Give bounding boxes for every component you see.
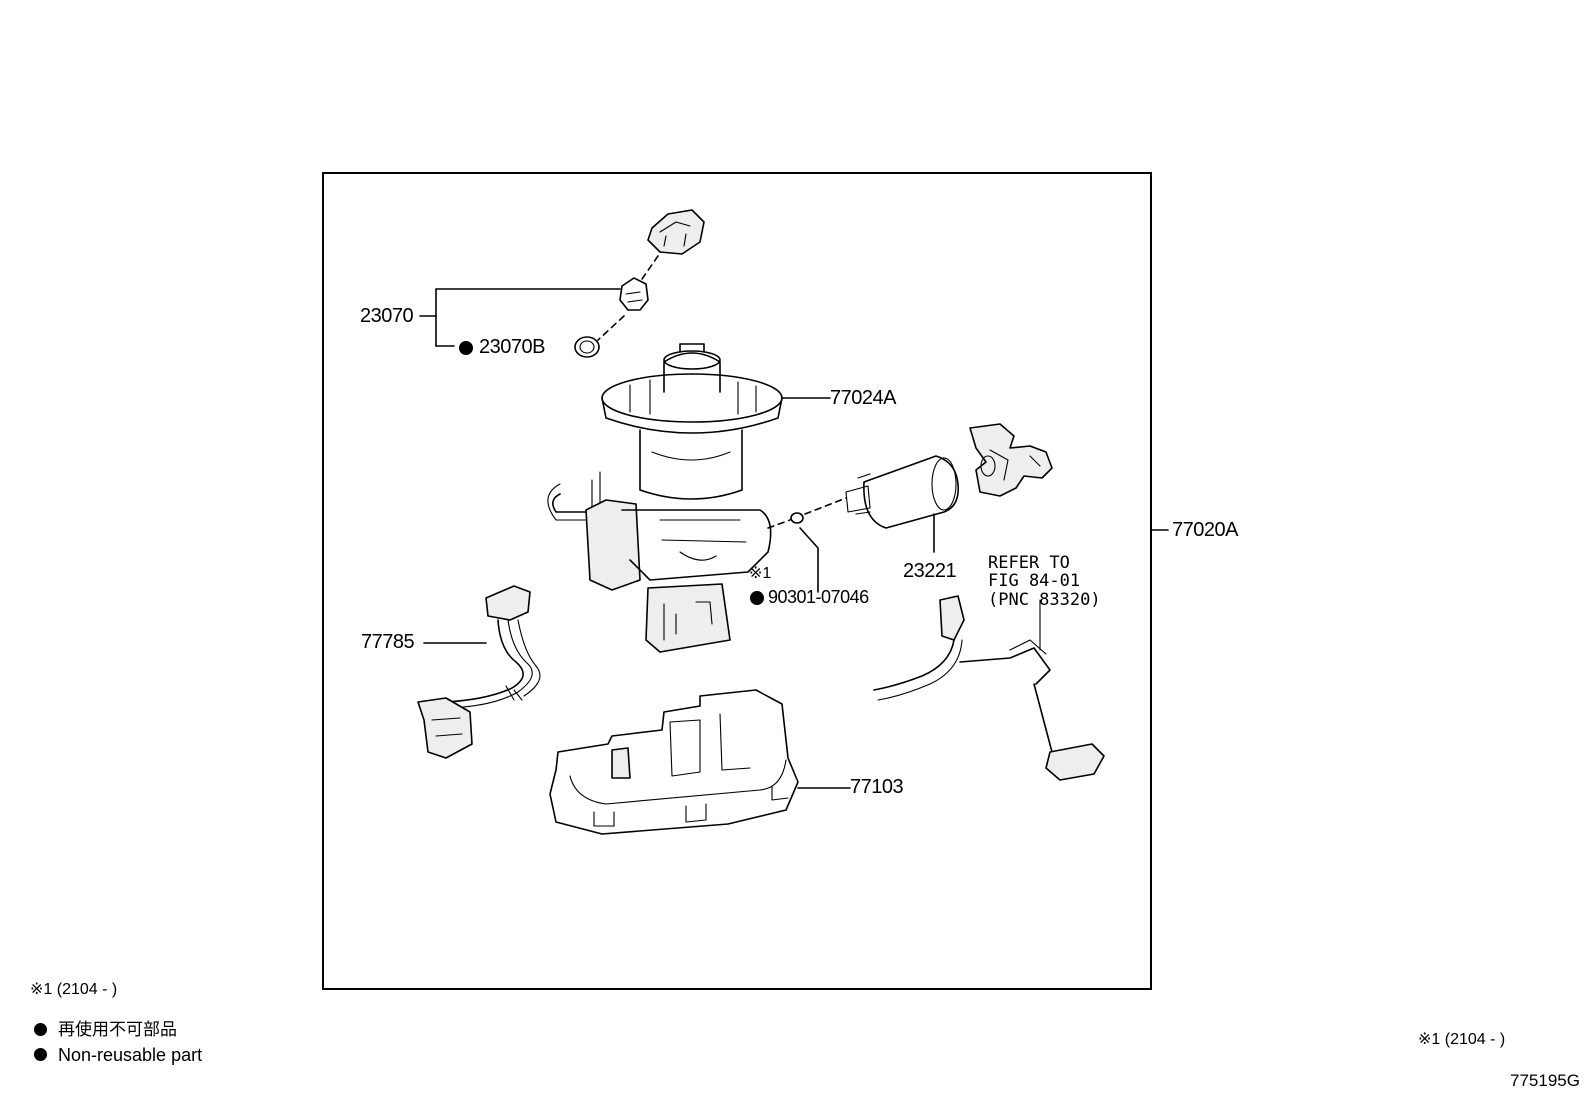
part-number-77020a[interactable]: 77020A bbox=[1172, 519, 1238, 541]
fuel-pump-23221 bbox=[845, 455, 960, 529]
refer-line-1: REFER TO bbox=[988, 553, 1070, 573]
refer-line-3: (PNC 83320) bbox=[988, 589, 1101, 610]
part-number-90301-07046[interactable]: 90301-07046 bbox=[768, 587, 869, 607]
part-number-77024a[interactable]: 77024A bbox=[830, 387, 896, 409]
refer-line-2: FIG 84-01 bbox=[988, 571, 1081, 592]
o-ring-90301 bbox=[790, 512, 804, 524]
legend-nonreusable-en: Non-reusable part bbox=[58, 1045, 203, 1065]
legend-date-note: ※1 (2104 - ) bbox=[30, 981, 118, 998]
part-number-77785[interactable]: 77785 bbox=[361, 631, 415, 653]
refer-to-note[interactable]: REFER TO FIG 84-01 (PNC 83320) bbox=[988, 554, 1101, 609]
diagram-frame bbox=[322, 172, 1152, 990]
legend-bullet bbox=[34, 1023, 47, 1036]
legend-bullet bbox=[34, 1048, 47, 1061]
connector-cap bbox=[647, 209, 705, 255]
wire-harness-77785 bbox=[417, 585, 541, 759]
part-number-77103[interactable]: 77103 bbox=[850, 776, 904, 798]
leader-23070 bbox=[419, 288, 621, 347]
pump-base-77103 bbox=[549, 689, 799, 835]
pump-clip bbox=[969, 423, 1053, 497]
fuel-sender-gauge bbox=[873, 595, 1105, 781]
part-number-23221[interactable]: 23221 bbox=[903, 560, 957, 582]
figure-id: 775195G bbox=[1510, 1071, 1580, 1090]
o-ring-23070b bbox=[574, 336, 600, 358]
legend-nonreusable-jp: 再使用不可部品 bbox=[58, 1020, 177, 1039]
leader-90301 bbox=[799, 527, 819, 593]
footer-date-note: ※1 (2104 - ) bbox=[1418, 1031, 1506, 1048]
pump-module bbox=[547, 343, 783, 653]
part-number-23070b[interactable]: 23070B bbox=[479, 336, 545, 358]
part-number-23070[interactable]: 23070 bbox=[360, 305, 414, 327]
fitting bbox=[619, 277, 649, 311]
nonreusable-marker bbox=[750, 591, 764, 605]
date-note-mark: ※1 bbox=[749, 565, 772, 582]
nonreusable-marker bbox=[459, 341, 473, 355]
